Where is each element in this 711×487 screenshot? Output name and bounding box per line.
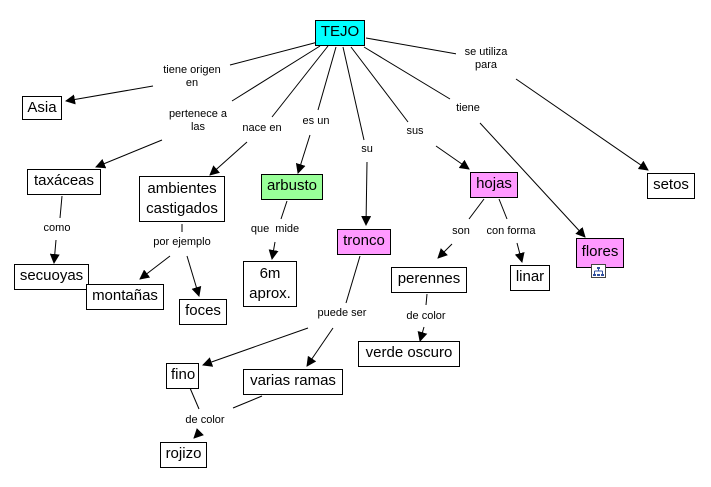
line	[271, 45, 329, 118]
line	[189, 387, 200, 410]
link-label: de color	[401, 310, 451, 323]
arrow	[95, 139, 163, 169]
arrow	[479, 122, 586, 238]
arrow	[361, 161, 372, 226]
line	[232, 395, 263, 409]
link-label: su	[358, 143, 376, 156]
concept-node-montanas[interactable]: montañas	[86, 284, 164, 310]
link-label: como	[38, 222, 76, 235]
concept-node-fino[interactable]: fino	[166, 363, 199, 389]
link-label: sus	[402, 125, 428, 138]
arrow	[193, 428, 204, 439]
link-label: son	[448, 225, 474, 238]
link-label: por ejemplo	[146, 236, 218, 249]
line	[425, 293, 428, 306]
arrow	[209, 141, 248, 176]
arrow	[139, 255, 171, 280]
link-label: es un	[298, 115, 334, 128]
line	[231, 45, 321, 102]
line	[229, 41, 319, 66]
link-label: tiene	[452, 102, 484, 115]
arrow	[49, 239, 60, 264]
link-label: pertenece a las	[162, 108, 234, 134]
concept-node-secuoyas[interactable]: secuoyas	[14, 264, 89, 290]
line	[498, 198, 508, 220]
line	[280, 200, 288, 220]
concept-node-asia[interactable]: Asia	[22, 96, 62, 120]
submap-icon[interactable]	[591, 264, 606, 278]
line	[365, 37, 458, 55]
concept-node-hojas[interactable]: hojas	[470, 172, 518, 198]
link-label: se utiliza para	[456, 46, 516, 72]
arrow	[515, 78, 649, 171]
concept-node-ambientes-castigados[interactable]: ambientes castigados	[139, 176, 225, 222]
line	[468, 198, 485, 220]
line	[317, 46, 337, 111]
link-label: que mide	[245, 223, 305, 236]
link-label: tiene origen en	[156, 64, 228, 90]
concept-node-verde-oscuro[interactable]: verde oscuro	[358, 341, 460, 367]
concept-node-rojizo[interactable]: rojizo	[160, 442, 207, 468]
line	[363, 46, 451, 100]
arrow	[417, 326, 428, 342]
concept-node-arbusto[interactable]: arbusto	[261, 174, 323, 200]
arrow	[306, 327, 334, 367]
concept-node-linar[interactable]: linar	[510, 265, 550, 291]
arrow	[295, 134, 311, 174]
link-label: puede ser	[312, 307, 372, 320]
concept-node-tejo[interactable]: TEJO	[315, 20, 365, 46]
concept-node-setos[interactable]: setos	[647, 173, 695, 199]
arrow	[268, 241, 279, 260]
concept-node-perennes[interactable]: perennes	[391, 267, 467, 293]
arrow	[435, 145, 470, 170]
link-label: de color	[180, 414, 230, 427]
link-label: nace en	[238, 122, 286, 135]
line	[342, 46, 365, 141]
line	[345, 255, 361, 304]
concept-node-foces[interactable]: foces	[179, 299, 227, 325]
line	[59, 195, 63, 219]
hierarchy-icon	[593, 267, 604, 276]
concept-node-6m-aprox[interactable]: 6m aprox.	[243, 261, 297, 307]
arrow	[65, 85, 154, 105]
arrow	[186, 255, 202, 297]
link-label: con forma	[482, 225, 540, 238]
concept-node-taxaceas[interactable]: taxáceas	[27, 169, 101, 195]
concept-node-tronco[interactable]: tronco	[337, 229, 391, 255]
line	[350, 46, 409, 123]
arrow	[514, 242, 525, 263]
arrow	[202, 327, 309, 367]
arrow	[437, 243, 453, 259]
concept-node-varias-ramas[interactable]: varias ramas	[243, 369, 343, 395]
